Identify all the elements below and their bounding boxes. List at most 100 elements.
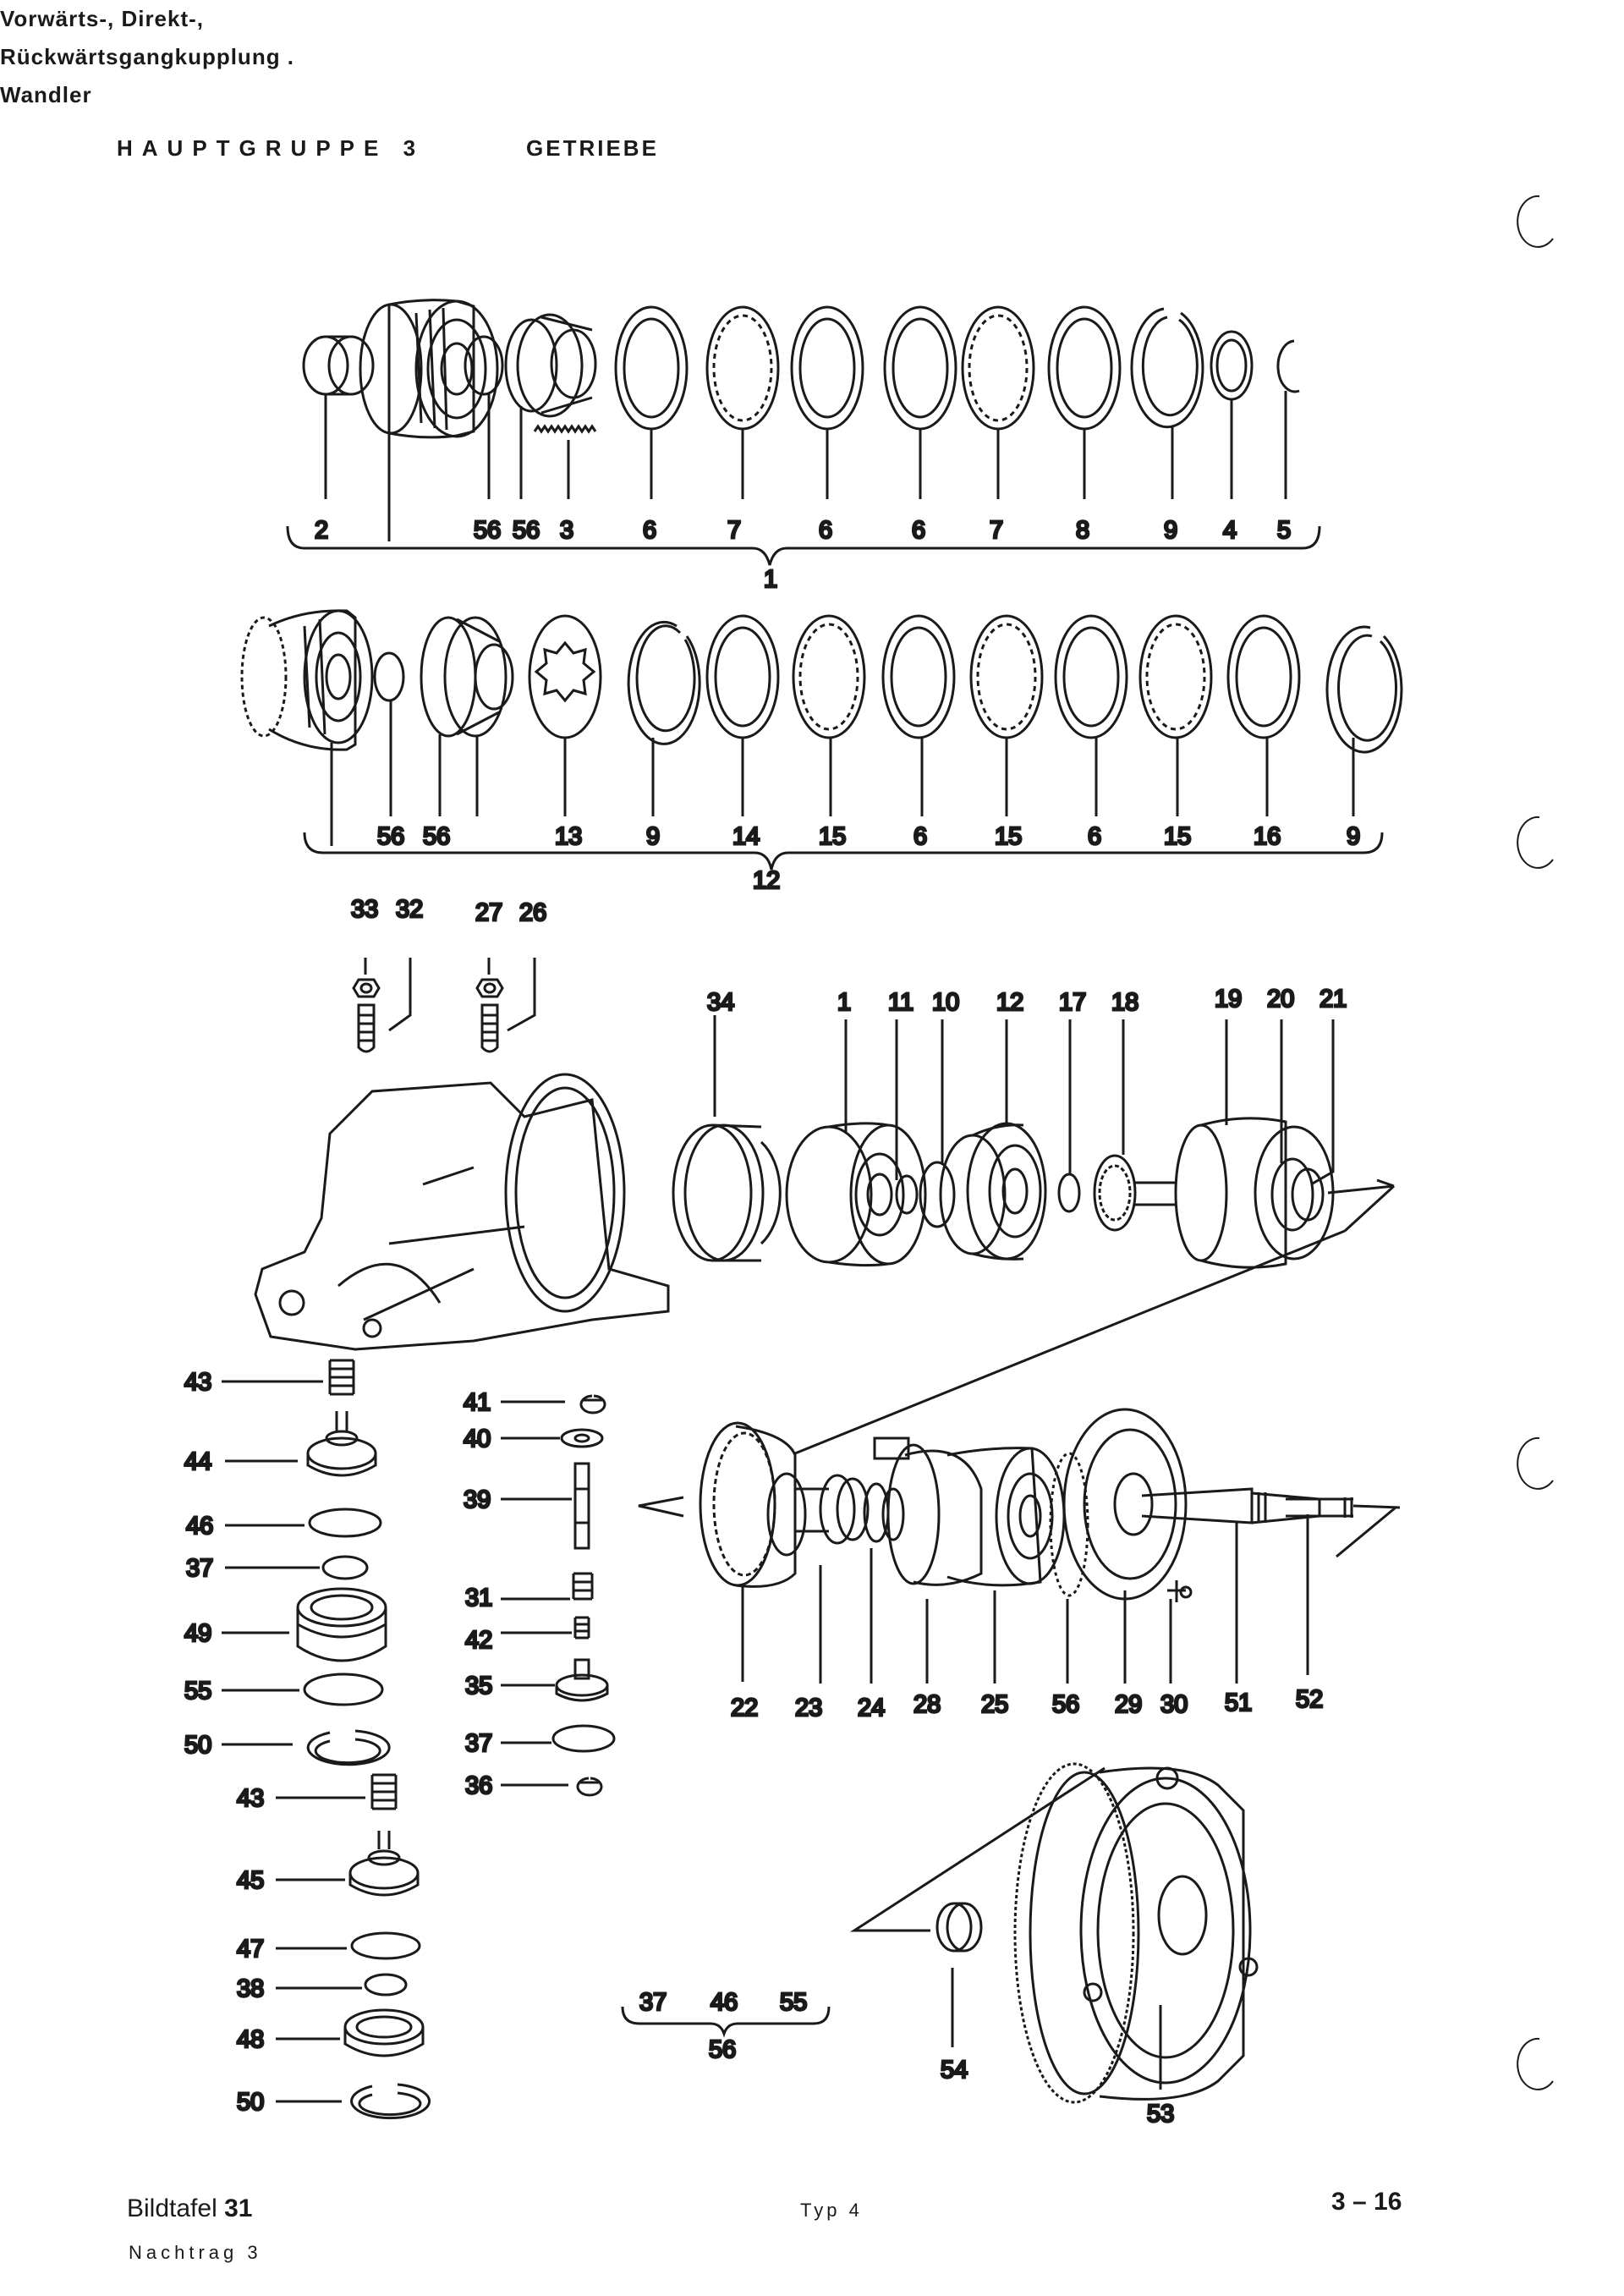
callout-37: 37 <box>465 1730 492 1757</box>
seal-ring-37 <box>321 1555 369 1580</box>
transmission-housing <box>254 1073 670 1351</box>
callout-45: 45 <box>237 1867 264 1894</box>
part-20-gear <box>1270 1157 1314 1232</box>
callout-56: 56 <box>377 823 404 850</box>
callout-34: 34 <box>707 989 734 1016</box>
torque-converter-illustration: 54 53 <box>849 1762 1259 2129</box>
callout-19: 19 <box>1215 986 1242 1013</box>
seal-ring-46 <box>308 1508 382 1538</box>
clutch-plates-row-2 <box>627 614 1403 754</box>
callout-27: 27 <box>475 899 502 926</box>
adjusting-screws <box>352 958 536 1053</box>
callout-56: 56 <box>423 823 450 850</box>
clutch-plates-row-1 <box>614 305 1300 431</box>
part-23-hub <box>795 1474 870 1545</box>
main-row-labels: 34 1 11 10 12 17 18 19 20 21 <box>706 985 1348 1018</box>
callout-39: 39 <box>464 1486 491 1513</box>
lower-row-illustration <box>638 1408 1401 1684</box>
assembly-12-labels: 56 56 13 9 14 15 6 15 6 15 16 9 12 <box>376 822 1362 896</box>
kit-56-group: 37 46 55 56 <box>621 1988 831 2065</box>
callout-56: 56 <box>513 517 540 544</box>
middle-column-illustration <box>501 1394 616 1797</box>
callout-43: 43 <box>184 1369 211 1396</box>
clip-41 <box>579 1394 606 1414</box>
callout-13: 13 <box>555 823 582 850</box>
group-name-heading: GETRIEBE <box>526 135 659 161</box>
main-row-leaders <box>713 1015 1335 1186</box>
left-column-illustration <box>222 1359 431 2120</box>
callout-32: 32 <box>396 896 423 923</box>
callout-42: 42 <box>465 1627 492 1654</box>
callout-46: 46 <box>186 1513 213 1540</box>
callout-8: 8 <box>1076 517 1089 544</box>
part-34-brake-band <box>672 1123 782 1262</box>
piston-35 <box>555 1658 609 1702</box>
callout-30: 30 <box>1160 1691 1188 1718</box>
spring-31 <box>572 1572 594 1601</box>
callout-14: 14 <box>732 823 760 850</box>
callout-6: 6 <box>914 823 927 850</box>
seal-ring-37-valve <box>551 1724 616 1753</box>
part-11-washer <box>895 1174 919 1215</box>
part-12-direct-clutch <box>939 1122 1047 1261</box>
washer-40 <box>560 1428 604 1448</box>
adjusting-screw-labels: 33 32 27 26 <box>350 895 548 928</box>
callout-35: 35 <box>465 1673 492 1700</box>
plate-number: 31 <box>224 2194 253 2222</box>
supplement-note: Nachtrag 3 <box>129 2242 262 2263</box>
callout-50: 50 <box>184 1732 211 1759</box>
callout-21: 21 <box>1320 986 1347 1013</box>
converter-guide <box>849 1766 1106 1932</box>
callout-40: 40 <box>464 1425 491 1453</box>
callout-37: 37 <box>186 1555 213 1582</box>
spring-42 <box>573 1616 590 1640</box>
type-label: Typ 4 <box>800 2200 863 2221</box>
assembly-1-illustration <box>286 299 1321 566</box>
left-column-leaders <box>222 1380 365 2103</box>
explosion-guide-lines <box>794 1178 1396 1455</box>
callout-50: 50 <box>237 2089 264 2116</box>
page-number: 3 – 16 <box>1331 2188 1402 2216</box>
lower-right-guide <box>1336 1504 1401 1558</box>
callout-3: 3 <box>560 517 573 544</box>
part-21-ring <box>1291 1167 1325 1222</box>
clutch-piston <box>504 313 597 418</box>
description-line: Wandler <box>0 82 92 107</box>
binder-hole-marks <box>1517 195 1554 2090</box>
part-52-pump-shaft <box>1286 1497 1353 1518</box>
callout-group-56: 56 <box>709 2036 736 2063</box>
callout-group-12: 12 <box>753 867 780 894</box>
circlip-50-lower <box>350 2083 431 2120</box>
callout-54: 54 <box>941 2057 968 2084</box>
callout-5: 5 <box>1277 517 1291 544</box>
callout-group-1: 1 <box>764 566 777 593</box>
callout-28: 28 <box>914 1691 941 1718</box>
callout-51: 51 <box>1225 1689 1252 1717</box>
assembly-1-labels: 2 56 56 3 6 7 6 6 7 8 9 4 5 1 <box>314 516 1292 595</box>
part-28-band-strut <box>873 1436 983 1586</box>
section-description: Vorwärts-, Direkt-, Rückwärtsgangkupplun… <box>0 0 1624 114</box>
part-29-pump-housing <box>1062 1408 1188 1601</box>
callout-12: 12 <box>996 989 1023 1016</box>
callout-6: 6 <box>1088 823 1101 850</box>
callout-48: 48 <box>237 2026 264 2053</box>
callout-52: 52 <box>1296 1686 1323 1713</box>
assembly-12-illustration <box>240 609 1403 871</box>
servo-cover-48 <box>343 2008 425 2057</box>
leader-lines-row-1 <box>324 391 1287 541</box>
callout-15: 15 <box>1164 823 1191 850</box>
callout-4: 4 <box>1223 517 1237 544</box>
left-column-labels: 43 44 46 37 49 55 50 43 45 47 38 48 50 <box>184 1368 266 2117</box>
lower-row-labels: 22 23 24 28 25 56 29 30 51 52 <box>730 1685 1325 1723</box>
callout-56: 56 <box>1052 1691 1079 1718</box>
callout-37: 37 <box>639 1989 667 2016</box>
callout-25: 25 <box>981 1691 1008 1718</box>
callout-44: 44 <box>184 1448 211 1475</box>
callout-9: 9 <box>646 823 660 850</box>
callout-1: 1 <box>837 989 851 1016</box>
callout-9: 9 <box>1347 823 1360 850</box>
part-30-screw <box>1167 1580 1193 1602</box>
callout-22: 22 <box>731 1695 758 1722</box>
part-24-ring <box>863 1482 905 1543</box>
part-18-sun-gear <box>1093 1154 1176 1232</box>
